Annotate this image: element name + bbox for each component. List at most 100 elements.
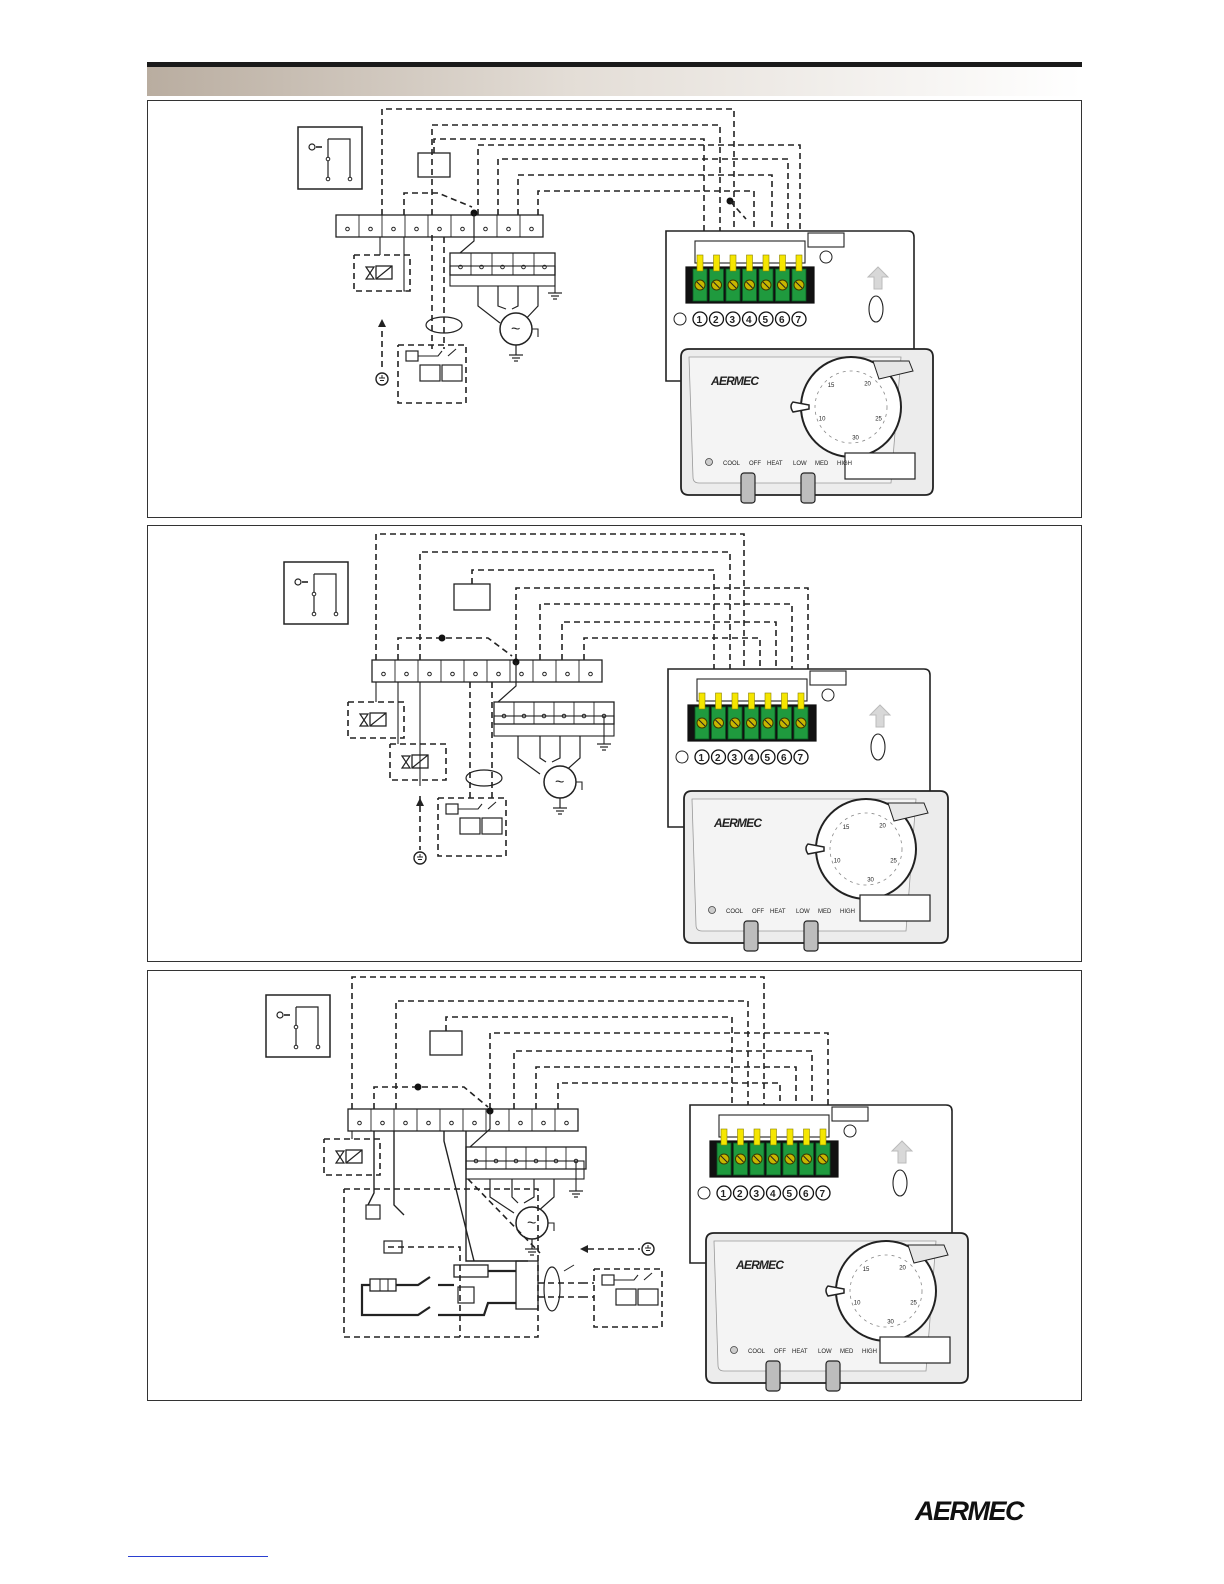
mode-selector-switch	[744, 921, 758, 951]
terminal-number-6: 6	[781, 753, 787, 764]
terminal-strip-fan	[450, 253, 555, 275]
dial-label-25: 25	[910, 1300, 917, 1306]
dial-label-30: 30	[887, 1320, 894, 1326]
wiring-diagram-2: ~1234567AERMEC1015202530COOLOFFHEATLOWME…	[148, 526, 1083, 963]
terminal-number-5: 5	[787, 1189, 793, 1200]
switch-contact-icon	[460, 818, 480, 834]
mode-label-off: OFF	[774, 1349, 786, 1355]
terminal-number-3: 3	[730, 315, 736, 326]
junction-dot	[415, 1084, 422, 1091]
switch-lever	[418, 351, 442, 356]
speed-label-high: HIGH	[837, 461, 852, 467]
terminal-number-5: 5	[765, 753, 771, 764]
relay-box	[454, 584, 490, 610]
mounting-hole	[676, 751, 688, 763]
wire-pin-yellow	[820, 1129, 826, 1145]
wiring-diagram-3: ~1234567AERMEC1015202530COOLOFFHEATLOWME…	[148, 971, 1083, 1402]
terminal-point	[566, 672, 570, 676]
wire-pin-yellow	[749, 693, 755, 709]
wire	[394, 1131, 404, 1215]
mounting-slot	[871, 734, 885, 760]
terminal-point	[438, 227, 442, 231]
cover-window	[860, 895, 930, 921]
wire-pin-yellow	[732, 693, 738, 709]
cable-gland-icon	[466, 770, 502, 786]
dashed-wire	[516, 588, 808, 682]
switch-lever	[448, 349, 456, 356]
terminal-point	[461, 227, 465, 231]
terminal-number-1: 1	[699, 753, 705, 764]
speed-label-med: MED	[815, 461, 829, 467]
heater-fuse-icon	[454, 1265, 488, 1277]
terminal-point	[405, 672, 409, 676]
indicator-led	[709, 907, 716, 914]
valve-icon	[336, 1151, 344, 1163]
dial-label-15: 15	[863, 1267, 870, 1273]
wire-pin-yellow	[747, 255, 753, 271]
mounting-slot	[893, 1170, 907, 1196]
dial-label-10: 10	[834, 858, 841, 864]
terminal-point	[334, 612, 338, 616]
terminal-point	[348, 177, 352, 181]
dashed-wire	[420, 552, 730, 682]
switch-lever	[458, 804, 482, 809]
wire	[466, 1131, 528, 1261]
wiring-diagram-1: ~1234567AERMEC1015202530COOLOFFHEATLOWME…	[148, 101, 1083, 519]
mode-label-cool: COOL	[726, 909, 744, 915]
terminal-point	[520, 672, 524, 676]
valve-box-1	[324, 1139, 380, 1175]
wire	[490, 1179, 514, 1213]
speed-selector-switch	[804, 921, 818, 951]
wire-pin-yellow	[787, 1129, 793, 1145]
mode-label-cool: COOL	[748, 1349, 766, 1355]
terminal-number-3: 3	[732, 753, 738, 764]
wire	[524, 1179, 534, 1203]
switch-contact-icon	[442, 365, 462, 381]
terminal-number-7: 7	[796, 315, 802, 326]
motor-ac-glyph: ~	[511, 321, 520, 338]
wiring-panel-3: ~1234567AERMEC1015202530COOLOFFHEATLOWME…	[147, 970, 1082, 1401]
presence-switch-box	[594, 1269, 662, 1327]
terminal-point	[497, 672, 501, 676]
wire-pin-yellow	[780, 255, 786, 271]
motor-ground-lead	[548, 1223, 554, 1231]
footer-brand-logo: AERMEC	[915, 1496, 1023, 1527]
terminal-number-5: 5	[763, 315, 769, 326]
terminal-point	[381, 1121, 385, 1125]
speed-label-low: LOW	[793, 461, 807, 467]
terminal-number-2: 2	[737, 1189, 743, 1200]
mounting-hole	[820, 251, 832, 263]
terminal-point	[507, 227, 511, 231]
contact-wire	[296, 1007, 318, 1047]
dial-label-25: 25	[890, 858, 897, 864]
wire-pin-yellow	[697, 255, 703, 271]
switch-contact-icon	[482, 818, 502, 834]
dashed-wire	[472, 570, 714, 682]
wire	[368, 1131, 374, 1205]
valve-box-1	[354, 255, 410, 291]
speed-label-high: HIGH	[840, 909, 855, 915]
terminal-point	[428, 672, 432, 676]
speed-label-low: LOW	[796, 909, 810, 915]
wire	[444, 1131, 474, 1261]
terminal-number-2: 2	[713, 315, 719, 326]
terminal-point	[543, 672, 547, 676]
terminal-point	[484, 227, 488, 231]
mode-label-heat: HEAT	[792, 1349, 808, 1355]
arrow-up-icon	[416, 798, 424, 806]
valve-coil-slash	[346, 1150, 362, 1163]
wire	[498, 286, 506, 309]
dial-label-20: 20	[879, 823, 886, 829]
terminal-point	[565, 1121, 569, 1125]
wire-pin-yellow	[721, 1129, 727, 1145]
wire	[552, 736, 560, 762]
mounting-hole	[674, 313, 686, 325]
wire	[518, 736, 540, 774]
contact-wire	[314, 574, 336, 614]
cover-brand-logo: AERMEC	[713, 816, 762, 830]
terminal-point	[415, 227, 419, 231]
terminal-number-7: 7	[798, 753, 804, 764]
terminal-point	[530, 227, 534, 231]
wire	[540, 736, 546, 762]
terminal-strip-main	[336, 215, 543, 237]
